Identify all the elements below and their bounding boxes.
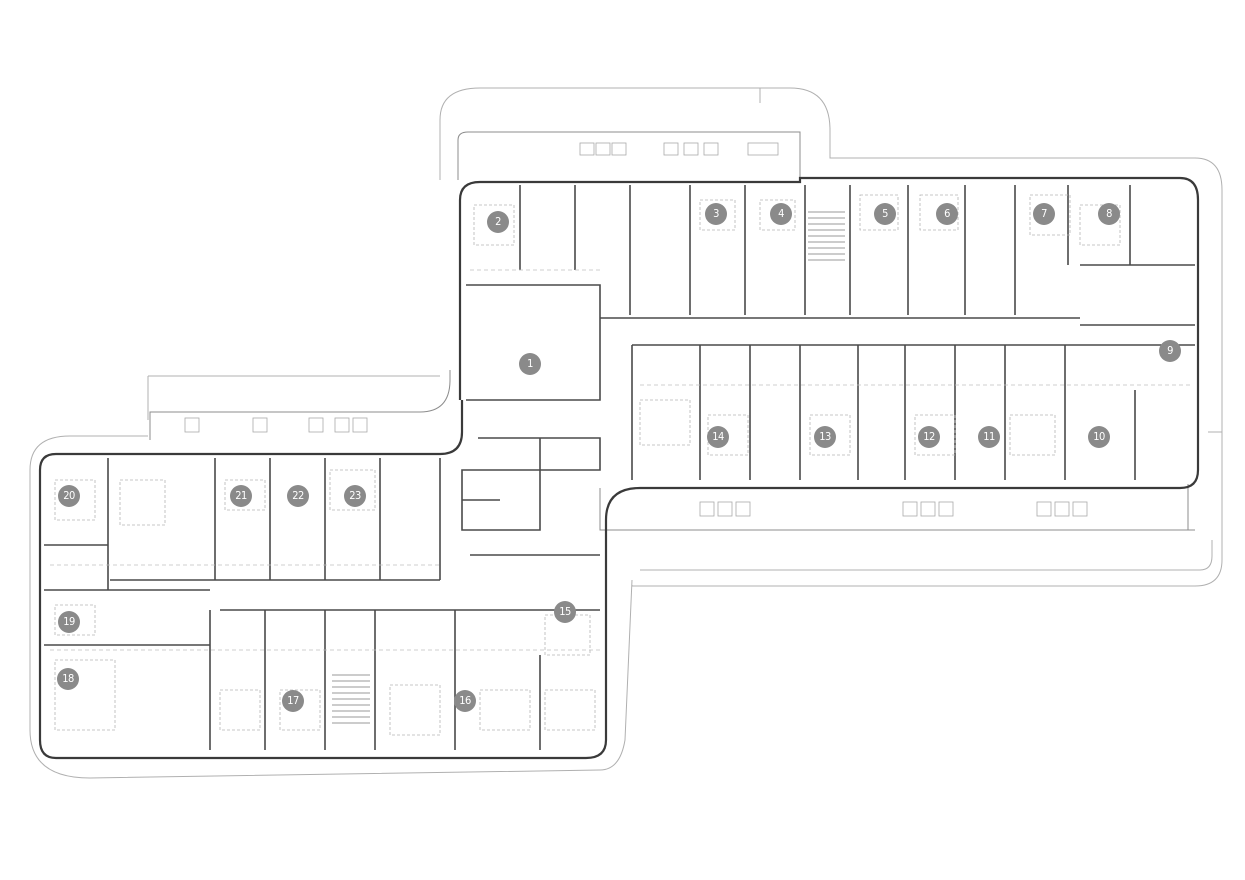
unit-marker-22[interactable]: 22: [287, 485, 309, 507]
unit-marker-11[interactable]: 11: [978, 426, 1000, 448]
terrace-furniture: [184, 142, 1088, 517]
stairs: [332, 211, 845, 724]
unit-marker-23[interactable]: 23: [344, 485, 366, 507]
unit-marker-8[interactable]: 8: [1098, 203, 1120, 225]
corridor-guides: [50, 269, 1190, 651]
unit-marker-3[interactable]: 3: [705, 203, 727, 225]
unit-marker-14[interactable]: 14: [707, 426, 729, 448]
unit-marker-9[interactable]: 9: [1159, 340, 1181, 362]
interior-walls: [44, 185, 1195, 750]
unit-marker-16[interactable]: 16: [454, 690, 476, 712]
unit-marker-17[interactable]: 17: [282, 690, 304, 712]
unit-marker-10[interactable]: 10: [1088, 426, 1110, 448]
unit-marker-18[interactable]: 18: [57, 668, 79, 690]
unit-marker-13[interactable]: 13: [814, 426, 836, 448]
unit-marker-21[interactable]: 21: [230, 485, 252, 507]
unit-marker-15[interactable]: 15: [554, 601, 576, 623]
unit-marker-19[interactable]: 19: [58, 611, 80, 633]
unit-marker-4[interactable]: 4: [770, 203, 792, 225]
furniture: [54, 194, 1121, 736]
unit-marker-12[interactable]: 12: [918, 426, 940, 448]
unit-marker-1[interactable]: 1: [519, 353, 541, 375]
terraces: [149, 131, 1195, 531]
building-walls: [38, 176, 1200, 760]
site-outline: [29, 87, 1223, 779]
unit-marker-20[interactable]: 20: [58, 485, 80, 507]
unit-marker-6[interactable]: 6: [936, 203, 958, 225]
unit-marker-5[interactable]: 5: [874, 203, 896, 225]
unit-marker-7[interactable]: 7: [1033, 203, 1055, 225]
unit-marker-2[interactable]: 2: [487, 211, 509, 233]
